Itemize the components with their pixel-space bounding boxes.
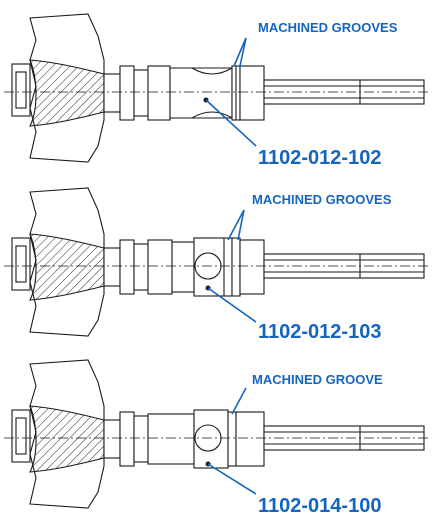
figure-1-shaft-102: MACHINED GROOVES 1102-012-102: [4, 13, 428, 169]
shaft-body: [103, 409, 425, 469]
leader-lines: [205, 37, 257, 147]
figure-2-shaft-103: MACHINED GROOVES 1102-012-103: [4, 187, 428, 343]
turbine-wheel: [11, 359, 105, 509]
callout-label: MACHINED GROOVES: [252, 192, 392, 207]
part-number-label: 1102-014-100: [258, 495, 381, 517]
callout-label: MACHINED GROOVE: [252, 372, 383, 387]
callout-label: MACHINED GROOVES: [258, 20, 398, 35]
leader-lines: [207, 387, 257, 495]
turbine-wheel: [11, 187, 105, 337]
leader-lines: [207, 209, 257, 323]
turbine-wheel: [11, 13, 105, 163]
part-number-label: 1102-012-103: [258, 321, 381, 343]
shaft-body: [103, 237, 425, 297]
shaft-body: [103, 65, 425, 121]
part-number-label: 1102-012-102: [258, 147, 381, 169]
figure-3-shaft-100: MACHINED GROOVE 1102-014-100: [4, 359, 428, 517]
